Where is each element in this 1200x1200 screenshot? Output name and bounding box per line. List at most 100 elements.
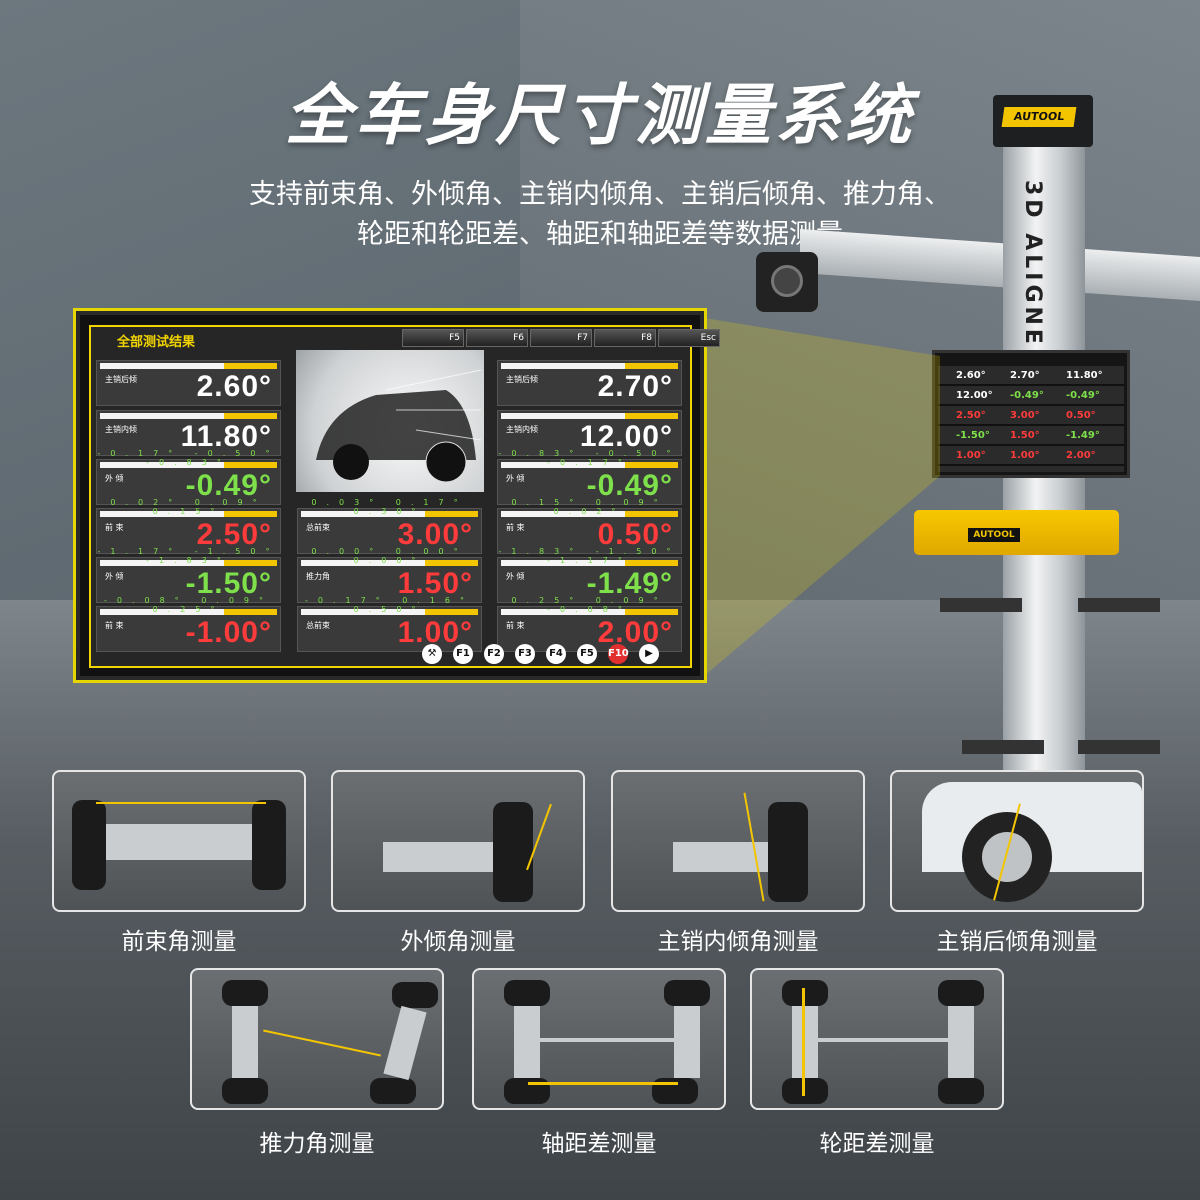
fkey-f6[interactable]: F6 (466, 329, 528, 347)
wheelbase-diff-thumbnail (472, 968, 726, 1110)
mini-screen-value: 11.80° (1066, 370, 1103, 381)
cell-label: 外 倾 (105, 474, 124, 483)
subtitle-line-2: 轮距和轮距差、轴距和轴距差等数据测量 (357, 219, 843, 250)
right-result-cell: 外 倾-1.49°-1.83° -1.50° -1.17° (497, 547, 682, 603)
mini-screen-value: 1.50° (1010, 430, 1040, 441)
cell-range-bar (501, 560, 678, 566)
f10-button-icon[interactable]: F10 (608, 644, 629, 664)
cell-label: 外 倾 (506, 572, 525, 581)
cell-range-bar (100, 413, 277, 419)
cell-range-text: 0.00° 0.00° 0.00° (311, 547, 468, 565)
pole-label: 3D ALIGNER (1020, 180, 1045, 369)
thrust-angle-thumbnail (190, 968, 444, 1110)
cell-label: 主销后倾 (105, 375, 137, 384)
f2-button-icon[interactable]: F2 (484, 644, 504, 664)
right-result-cell: 外 倾 -0.49° -0.83° -0.50° -0.17° (497, 449, 682, 505)
bottom-toolbar: ⚒ F1 F2 F3 F4 F5 F10 ▶ (422, 644, 659, 664)
caption-track-width-diff: 轮距差测量 (819, 1131, 935, 1157)
mini-screen-value: 3.00° (1010, 410, 1040, 421)
cell-value: 0.50° (597, 518, 673, 551)
cell-value: 1.00° (397, 616, 473, 649)
wrench-button-icon[interactable]: ⚒ (422, 644, 442, 664)
f5-button-icon[interactable]: F5 (577, 644, 597, 664)
screen-title: 全部测试结果 (117, 335, 196, 350)
fkey-f5[interactable]: F5 (402, 329, 464, 347)
cell-value: -1.00° (185, 616, 272, 649)
cell-range-bar (100, 511, 277, 517)
cell-label: 外 倾 (105, 572, 124, 581)
cell-range-bar (100, 462, 277, 468)
lower-tray-right (1078, 740, 1160, 754)
cell-range-bar (301, 609, 478, 615)
tower-monitor-screen: 2.60°2.70°11.80°12.00°-0.49°-0.49°2.50°3… (938, 366, 1124, 472)
cell-value: 2.00° (597, 616, 673, 649)
mini-screen-value: 2.70° (1010, 370, 1040, 381)
cell-value: 3.00° (397, 518, 473, 551)
cell-value: -1.50° (185, 567, 272, 600)
f3-button-icon[interactable]: F3 (515, 644, 535, 664)
mini-screen-value: 2.50° (956, 410, 986, 421)
fkey-esc[interactable]: Esc (658, 329, 720, 347)
side-tray-right (1078, 598, 1160, 612)
cell-range-bar (100, 363, 277, 369)
caption-caster: 主销后倾角测量 (936, 929, 1098, 955)
camber-angle-thumbnail (331, 770, 585, 912)
cell-range-bar (501, 511, 678, 517)
f4-button-icon[interactable]: F4 (546, 644, 566, 664)
cell-label: 前 束 (506, 621, 525, 630)
cell-range-bar (501, 413, 678, 419)
mini-screen-value: 2.60° (956, 370, 986, 381)
cell-range-text: -0.83° -0.50° -0.17° (498, 449, 681, 467)
cell-value: -0.49° (586, 469, 673, 502)
cell-value: 2.50° (196, 518, 272, 551)
cell-range-bar (501, 363, 678, 369)
cell-range-text: 0.15° 0.09° 0.02° (511, 498, 668, 516)
mini-screen-value: -1.49° (1066, 430, 1100, 441)
caption-thrust: 推力角测量 (259, 1131, 375, 1157)
cell-range-text: -1.83° -1.50° -1.17° (498, 547, 681, 565)
cell-range-bar (100, 560, 277, 566)
page-title: 全车身尺寸测量系统 (285, 77, 915, 154)
side-tray-left (940, 598, 1022, 612)
cell-range-text: -0.17° -0.50° -0.83° (97, 449, 280, 467)
cell-label: 推力角 (306, 572, 330, 581)
cell-value: 1.50° (397, 567, 473, 600)
cell-range-text: 0.25° 0.09° -0.08° (511, 596, 668, 614)
fkey-f8[interactable]: F8 (594, 329, 656, 347)
cell-label: 总前束 (306, 621, 330, 630)
fkey-f7[interactable]: F7 (530, 329, 592, 347)
cell-value: 2.60° (196, 370, 272, 403)
left-result-cell: 外 倾-0.49°-0.17° -0.50° -0.83° (96, 449, 281, 505)
camera-lens-icon (771, 265, 803, 297)
cell-label: 主销内倾 (506, 425, 538, 434)
caster-angle-thumbnail (890, 770, 1144, 912)
cell-label: 外 倾 (506, 474, 525, 483)
left-result-cell: 主销后倾 2.60° (96, 360, 281, 406)
play-button-icon[interactable]: ▶ (639, 644, 659, 664)
car-wireframe-image (296, 350, 484, 492)
mini-screen-value: -1.50° (956, 430, 990, 441)
cell-label: 前 束 (105, 621, 124, 630)
f1-button-icon[interactable]: F1 (453, 644, 473, 664)
lower-tray-left (962, 740, 1044, 754)
cell-range-bar (501, 609, 678, 615)
cell-range-bar (100, 609, 277, 615)
cell-range-bar (501, 462, 678, 468)
center-result-cell: 推力角 1.50° 0.00° 0.00° 0.00° (297, 547, 482, 603)
cell-value: 2.70° (597, 370, 673, 403)
cell-range-bar (301, 511, 478, 517)
mini-screen-value: 1.00° (956, 450, 986, 461)
mini-screen-value: -0.49° (1010, 390, 1044, 401)
mini-screen-value: -0.49° (1066, 390, 1100, 401)
cell-label: 前 束 (105, 523, 124, 532)
mini-screen-value: 1.00° (1010, 450, 1040, 461)
mini-screen-value: 2.00° (1066, 450, 1096, 461)
kingpin-inclination-thumbnail (611, 770, 865, 912)
toe-angle-thumbnail (52, 770, 306, 912)
caption-wheelbase-diff: 轴距差测量 (541, 1131, 657, 1157)
